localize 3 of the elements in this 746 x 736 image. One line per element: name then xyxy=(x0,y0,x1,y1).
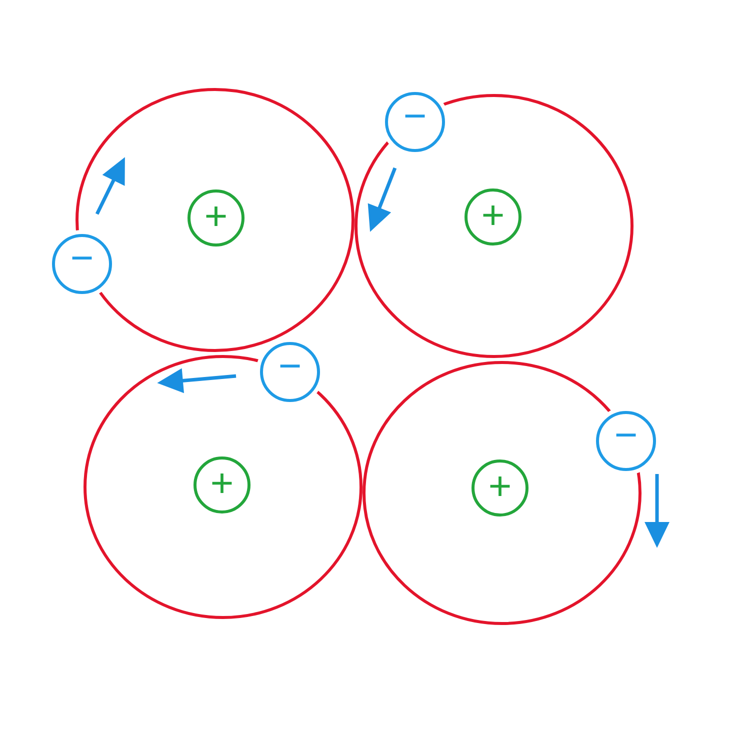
orbit-ellipse xyxy=(362,361,642,625)
orbit-ellipse xyxy=(84,355,362,619)
orbit-ellipse xyxy=(354,94,634,358)
